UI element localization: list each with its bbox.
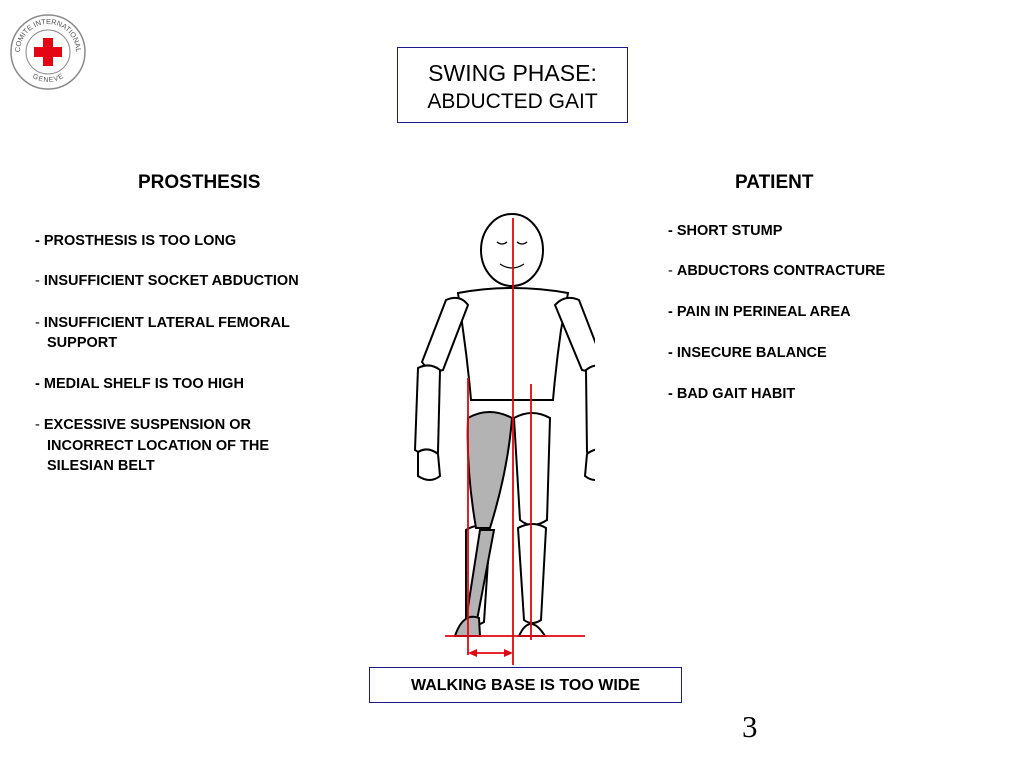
left-hand (417, 448, 442, 481)
alignment-lines (445, 218, 585, 665)
logo-text-bottom: GENEVE (31, 73, 65, 84)
list-item: - BAD GAIT HABIT (668, 386, 796, 402)
gait-figure (413, 213, 595, 665)
list-item: - MEDIAL SHELF IS TOO HIGH (35, 376, 244, 392)
red-cross-icon (34, 38, 62, 66)
list-item-continuation: INCORRECT LOCATION OF THE (47, 438, 270, 454)
list-item: - INSECURE BALANCE (668, 345, 827, 361)
prosthesis-heading: PROSTHESIS (138, 172, 261, 193)
list-item-continuation: SUPPORT (47, 335, 118, 351)
prosthetic-socket (466, 411, 514, 529)
list-item: - SHORT STUMP (668, 223, 783, 239)
list-item: - ABDUCTORS CONTRACTURE (668, 263, 886, 279)
list-item: - EXCESSIVE SUSPENSION OR (35, 417, 251, 433)
right-hand (583, 448, 595, 481)
title-box: SWING PHASE: ABDUCTED GAIT (397, 47, 628, 123)
left-upper-arm (420, 296, 470, 372)
right-foot (517, 623, 547, 637)
list-item: - PAIN IN PERINEAL AREA (668, 304, 851, 320)
list-item: - PROSTHESIS IS TOO LONG (35, 233, 237, 249)
right-shin (516, 523, 548, 624)
slide-title: SWING PHASE: (428, 60, 597, 86)
right-forearm (584, 364, 595, 456)
slide-subtitle: ABDUCTED GAIT (427, 90, 598, 113)
page-number: 3 (742, 709, 758, 744)
list-item: - INSUFFICIENT SOCKET ABDUCTION (35, 273, 299, 289)
list-item: - INSUFFICIENT LATERAL FEMORAL (35, 315, 290, 331)
walking-base-label: WALKING BASE IS TOO WIDE (410, 677, 641, 694)
patient-heading: PATIENT (735, 172, 814, 193)
right-thigh (512, 412, 552, 526)
icrc-logo: COMITE INTERNATIONAL GENEVE (10, 14, 86, 90)
left-forearm (413, 364, 442, 456)
face (496, 241, 528, 269)
head (480, 213, 544, 287)
list-item-continuation: SILESIAN BELT (47, 458, 155, 474)
walking-base-box: WALKING BASE IS TOO WIDE (369, 667, 682, 703)
